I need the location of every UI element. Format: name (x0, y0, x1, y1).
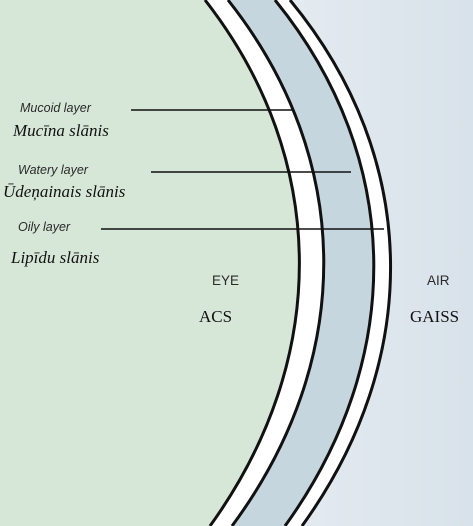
mucoid-label-en: Mucoid layer (20, 101, 92, 115)
mucoid-label-lv: Mucīna slānis (12, 121, 109, 140)
eye-zone-label-en: EYE (212, 273, 239, 288)
air-zone-label-en: AIR (427, 273, 450, 288)
air-zone-label-lv: GAISS (410, 307, 459, 326)
oily-label-en: Oily layer (18, 220, 71, 234)
oily-label-lv: Lipīdu slānis (10, 248, 100, 267)
watery-label-lv: Ūdeņainais slānis (3, 182, 126, 201)
watery-label-en: Watery layer (18, 163, 89, 177)
eye-zone-label-lv: ACS (199, 307, 232, 326)
